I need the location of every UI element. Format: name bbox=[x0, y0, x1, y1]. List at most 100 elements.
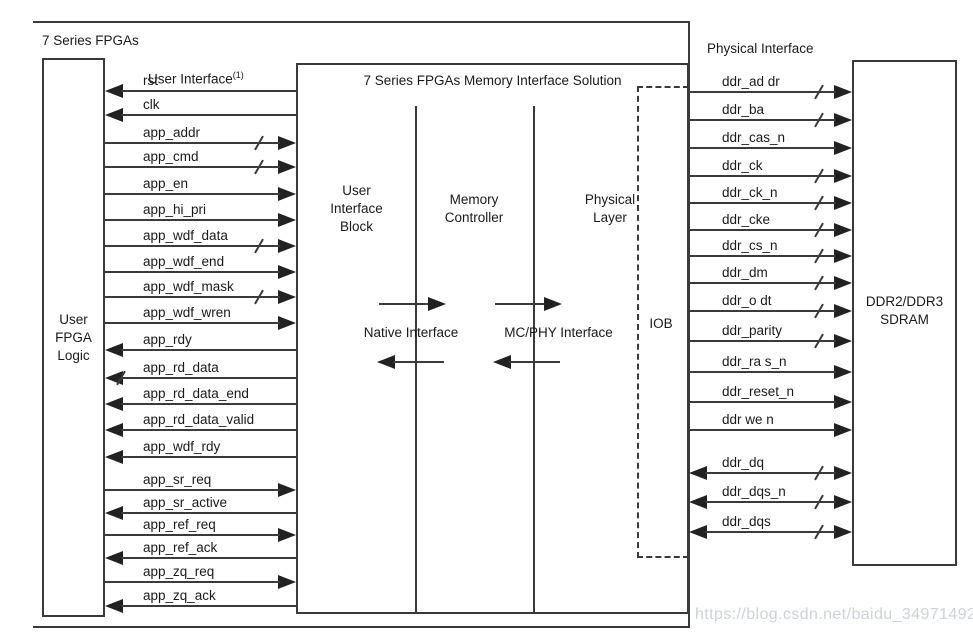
signal-line-ddr_ck_n bbox=[689, 202, 836, 204]
signal-line-ddr_parity bbox=[689, 340, 836, 342]
signal-label-ddr_ck_n: ddr_ck_n bbox=[722, 185, 778, 200]
center-box-title: 7 Series FPGAs Memory Interface Solution bbox=[363, 73, 622, 88]
signal-line-clk bbox=[121, 114, 296, 116]
signal-arrowhead-left-icon bbox=[105, 506, 123, 520]
user-interface-label: User Interface(1) bbox=[148, 51, 244, 88]
mcphy-arrow-left-line bbox=[509, 361, 560, 363]
signal-arrowhead-right-icon bbox=[834, 85, 852, 99]
signal-arrowhead-left-icon bbox=[105, 84, 123, 98]
signal-arrowhead-right-icon bbox=[834, 395, 852, 409]
signal-label-clk: clk bbox=[143, 97, 160, 112]
mcphy-arrow-left-head-icon bbox=[493, 355, 511, 369]
signal-line-ddr_cas_n bbox=[689, 147, 836, 149]
signal-arrowhead-right-icon bbox=[278, 213, 296, 227]
signal-line-app_sr_req bbox=[105, 489, 280, 491]
signal-label-ddr_ad_dr: ddr_ad dr bbox=[722, 74, 780, 89]
signal-label-app_addr: app_addr bbox=[143, 125, 201, 140]
signal-arrowhead-right-icon bbox=[834, 169, 852, 183]
signal-line-app_ref_req bbox=[105, 534, 280, 536]
signal-line-app_sr_active bbox=[121, 512, 296, 514]
signal-label-app_sr_req: app_sr_req bbox=[143, 472, 212, 487]
signal-label-rst: rst bbox=[143, 73, 158, 88]
signal-arrowhead-left-icon bbox=[689, 466, 707, 480]
signal-line-app_wdf_data bbox=[105, 245, 280, 247]
signal-label-ddr_parity: ddr_parity bbox=[722, 323, 783, 338]
user-fpga-logic-label: User FPGA Logic bbox=[55, 312, 92, 363]
signal-arrowhead-left-icon bbox=[689, 495, 707, 509]
native-arrow-right-head-icon bbox=[428, 297, 446, 311]
signal-arrowhead-right-icon bbox=[278, 483, 296, 497]
signal-label-app_ref_req: app_ref_req bbox=[143, 517, 216, 532]
user-interface-block-label: User Interface Block bbox=[330, 183, 383, 234]
signal-arrowhead-right-icon bbox=[834, 466, 852, 480]
signal-line-app_rd_data_end bbox=[121, 403, 296, 405]
signal-line-app_zq_ack bbox=[121, 605, 296, 607]
signal-arrowhead-left-icon bbox=[105, 551, 123, 565]
signal-arrowhead-right-icon bbox=[834, 223, 852, 237]
signal-arrowhead-left-icon bbox=[105, 343, 123, 357]
signal-line-app_cmd bbox=[105, 166, 280, 168]
signal-line-app_hi_pri bbox=[105, 219, 280, 221]
signal-line-ddr_dq bbox=[705, 472, 836, 474]
signal-arrowhead-right-icon bbox=[278, 528, 296, 542]
mcphy-arrow-right-head-icon bbox=[544, 297, 562, 311]
signal-line-app_rd_data_valid bbox=[121, 429, 296, 431]
sdram-box bbox=[852, 60, 957, 566]
signal-label-ddr_we_n: ddr we n bbox=[722, 412, 774, 427]
signal-arrowhead-left-icon bbox=[105, 108, 123, 122]
outer-fpga-box bbox=[33, 21, 690, 628]
mc-phy-interface-label: MC/PHY Interface bbox=[504, 325, 613, 340]
signal-label-app_hi_pri: app_hi_pri bbox=[143, 202, 207, 217]
signal-arrowhead-right-icon bbox=[834, 304, 852, 318]
signal-line-ddr_ra_s_n bbox=[689, 371, 836, 373]
signal-arrowhead-left-icon bbox=[105, 450, 123, 464]
signal-arrowhead-right-icon bbox=[834, 113, 852, 127]
signal-line-ddr_o_dt bbox=[689, 310, 836, 312]
signal-line-app_wdf_end bbox=[105, 271, 280, 273]
signal-label-app_wdf_wren: app_wdf_wren bbox=[143, 305, 231, 320]
watermark: https://blog.csdn.net/baidu_34971492 bbox=[695, 606, 973, 623]
signal-arrowhead-left-icon bbox=[105, 599, 123, 613]
signal-label-app_wdf_data: app_wdf_data bbox=[143, 228, 228, 243]
signal-arrowhead-right-icon bbox=[834, 276, 852, 290]
signal-label-ddr_dm: ddr_dm bbox=[722, 265, 768, 280]
signal-line-ddr_we_n bbox=[689, 429, 836, 431]
signal-line-app_rdy bbox=[121, 349, 296, 351]
signal-line-rst bbox=[121, 90, 296, 92]
native-arrow-left-line bbox=[393, 361, 444, 363]
signal-arrowhead-right-icon bbox=[278, 136, 296, 150]
signal-label-ddr_ba: ddr_ba bbox=[722, 102, 765, 117]
signal-line-ddr_ba bbox=[689, 119, 836, 121]
signal-arrowhead-right-icon bbox=[834, 525, 852, 539]
signal-arrowhead-right-icon bbox=[834, 141, 852, 155]
signal-line-ddr_dm bbox=[689, 282, 836, 284]
signal-label-ddr_ck: ddr_ck bbox=[722, 158, 763, 173]
signal-arrowhead-right-icon bbox=[278, 575, 296, 589]
user-fpga-logic-box bbox=[42, 58, 105, 617]
signal-arrowhead-right-icon bbox=[278, 316, 296, 330]
signal-label-app_ref_ack: app_ref_ack bbox=[143, 540, 218, 555]
signal-label-app_sr_active: app_sr_active bbox=[143, 495, 228, 510]
signal-line-app_wdf_wren bbox=[105, 322, 280, 324]
signal-label-app_en: app_en bbox=[143, 176, 189, 191]
iob-box bbox=[637, 86, 689, 558]
native-arrow-right-line bbox=[379, 303, 429, 305]
user-interface-note: (1) bbox=[232, 70, 244, 80]
signal-arrowhead-right-icon bbox=[278, 290, 296, 304]
signal-line-app_rd_data bbox=[121, 377, 296, 379]
signal-arrowhead-right-icon bbox=[278, 187, 296, 201]
signal-line-app_ref_ack bbox=[121, 557, 296, 559]
signal-arrowhead-right-icon bbox=[278, 160, 296, 174]
signal-line-ddr_ck bbox=[689, 175, 836, 177]
outer-box-label: 7 Series FPGAs bbox=[42, 33, 139, 48]
signal-label-app_zq_req: app_zq_req bbox=[143, 564, 215, 579]
signal-line-ddr_reset_n bbox=[689, 401, 836, 403]
signal-label-ddr_o_dt: ddr_o dt bbox=[722, 293, 772, 308]
signal-label-app_cmd: app_cmd bbox=[143, 149, 199, 164]
signal-arrowhead-right-icon bbox=[834, 365, 852, 379]
signal-label-app_wdf_mask: app_wdf_mask bbox=[143, 279, 234, 294]
signal-arrowhead-left-icon bbox=[105, 423, 123, 437]
signal-label-ddr_dqs_n: ddr_dqs_n bbox=[722, 484, 786, 499]
native-interface-label: Native Interface bbox=[363, 325, 459, 340]
